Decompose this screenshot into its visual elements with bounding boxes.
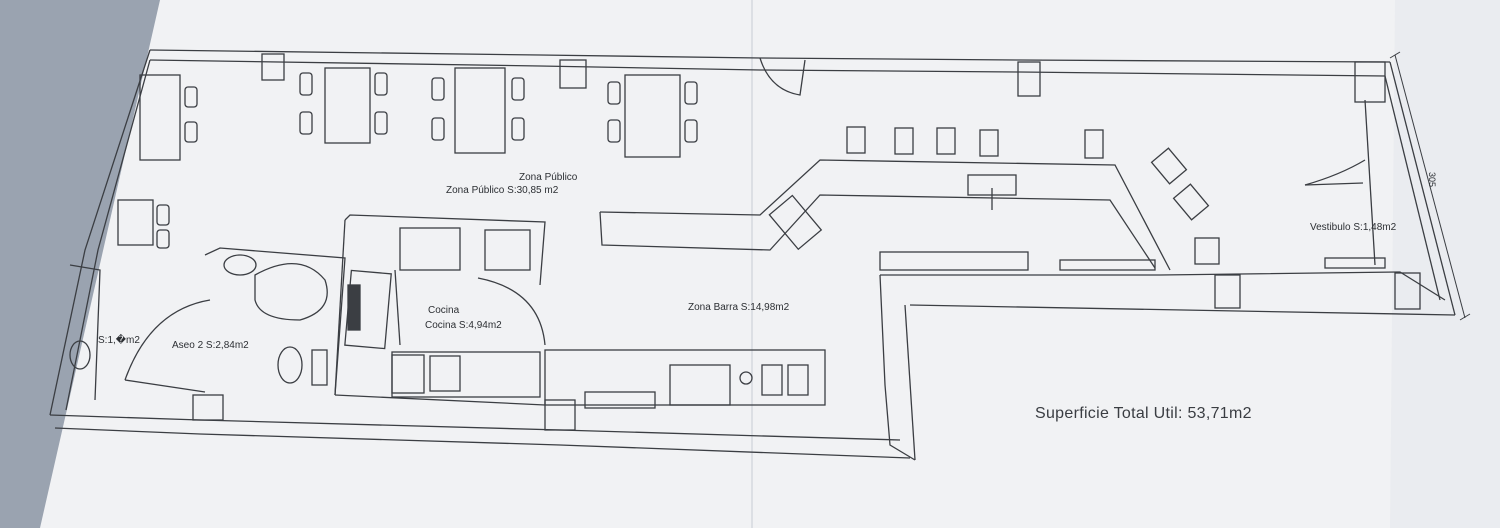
zona-publico-area-label: Zona Público S:30,85 m2: [446, 185, 559, 196]
pillar-5: [1354, 61, 1386, 103]
aseo1-toilet: [69, 340, 91, 370]
stool-7: [1172, 183, 1210, 221]
dining-table-3: [454, 67, 506, 154]
back-shelf: [1059, 259, 1156, 271]
floor-drain: [739, 371, 753, 385]
right-wall-outer: [1389, 61, 1456, 316]
aseo2-wall: [204, 247, 346, 396]
stool-3: [936, 127, 956, 155]
dishwasher: [669, 364, 731, 406]
dining-table-5: [117, 199, 154, 246]
bottom-wall-inner: [49, 414, 901, 441]
stool-6: [1150, 147, 1188, 185]
pillar-1: [261, 53, 285, 81]
zona-publico-label: Zona Público: [519, 172, 578, 183]
pillar-4: [1017, 61, 1041, 97]
dining-table-2: [324, 67, 371, 144]
top-wall-inner: [149, 59, 1386, 77]
zona-barra-area-label: Zona Barra S:14,98m2: [688, 302, 790, 313]
aseo1-area-label: S:1,�m2: [98, 335, 140, 346]
right-wall-inner: [1384, 75, 1441, 301]
dining-chairs: [156, 72, 698, 249]
stool-1: [846, 126, 866, 154]
fryer: [399, 227, 461, 271]
stove: [347, 284, 361, 331]
pillar-2: [559, 59, 587, 89]
bar-equipment: [768, 194, 823, 251]
bar-sink-1: [761, 364, 783, 396]
bottle-rack: [879, 251, 1029, 271]
cocina-label: Cocina: [428, 305, 460, 316]
aseo2-door-leaf: [124, 379, 206, 393]
bottom-wall-outer: [54, 427, 911, 459]
aseo1-wall: [69, 264, 101, 401]
bar-sink-2: [787, 364, 809, 396]
dish-rack: [429, 355, 461, 392]
dimension-label: 305: [1427, 172, 1437, 188]
pillar-8: [192, 394, 224, 421]
bar-side-wall: [879, 274, 916, 461]
washbasin: [223, 254, 257, 276]
paper-shadow: [1390, 0, 1500, 528]
kitchen-wall-top: [344, 214, 546, 286]
lower-bottle-rack: [584, 391, 656, 409]
corridor-wall-side: [904, 304, 916, 461]
bar-counter-front: [599, 159, 1171, 271]
dimension-line: [1394, 54, 1466, 319]
dining-table-4: [624, 74, 681, 158]
kitchen-wall-bottom: [334, 394, 546, 406]
left-wall-outer: [49, 49, 151, 416]
total-area-label: Superficie Total Util: 53,71m2: [1035, 405, 1252, 422]
kitchen-door-arc: [477, 277, 546, 346]
left-wall-inner: [65, 59, 151, 411]
vestibulo-area-label: Vestibulo S:1,48m2: [1310, 222, 1397, 233]
vestibulo-threshold: [1324, 257, 1386, 269]
aseo2-door-arc: [124, 299, 211, 381]
aseo2-area-label: Aseo 2 S:2,84m2: [172, 340, 249, 351]
dimension-tick-bottom: [1459, 313, 1471, 321]
stool-8: [1194, 237, 1220, 265]
bar-back-wall: [880, 271, 1446, 301]
cocina-area-label: Cocina S:4,94m2: [425, 320, 502, 331]
pillar-6: [1214, 274, 1241, 309]
vestibulo-partition: [1364, 99, 1376, 266]
building-walls: [49, 49, 1471, 461]
stool-5: [1084, 129, 1104, 159]
pillar-3: [759, 57, 806, 96]
pillar-9: [544, 399, 576, 431]
pillar-7: [1394, 272, 1421, 310]
vestibulo-door-arc: [1304, 159, 1366, 186]
corridor-wall-outer: [909, 304, 1456, 316]
paper-sheet: [40, 0, 1500, 528]
vestibulo-door-leaf: [1304, 182, 1364, 186]
kitchen-counter-edge: [394, 269, 401, 346]
bar-counter-back: [599, 194, 1156, 269]
plant-decoration: [254, 263, 328, 321]
kitchen-fridge: [391, 354, 425, 394]
dining-table-1: [139, 74, 181, 161]
stool-4: [979, 129, 999, 157]
toilet-bowl: [277, 346, 303, 384]
kitchen-sink: [484, 229, 531, 271]
toilet-tank: [311, 349, 328, 386]
dimension-tick-top: [1389, 51, 1401, 59]
stool-2: [894, 127, 914, 155]
